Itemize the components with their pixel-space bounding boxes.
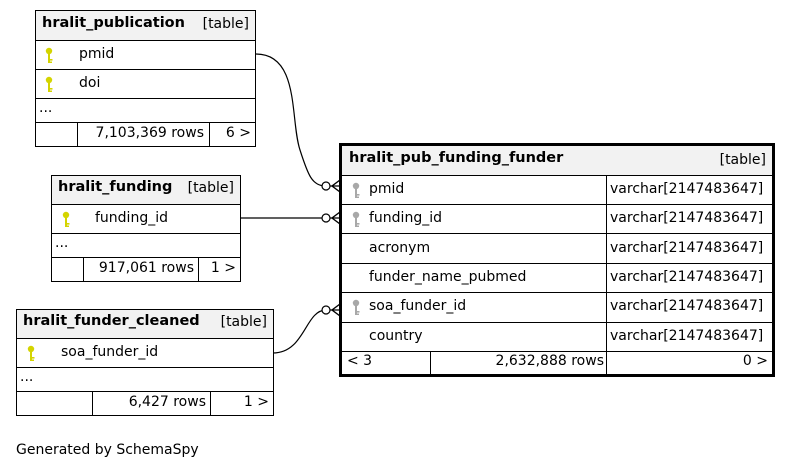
column-type: varchar[2147483647] xyxy=(610,328,764,344)
crowfoot-marker xyxy=(330,179,341,193)
table-footer: 6,427 rows 1 > xyxy=(17,392,273,415)
table-type-tag: [table] xyxy=(220,314,267,330)
optional-marker xyxy=(321,213,331,223)
edge-publication-pmid xyxy=(255,53,340,187)
column-type: varchar[2147483647] xyxy=(610,240,764,256)
primary-key-icon xyxy=(27,345,35,361)
column-type: varchar[2147483647] xyxy=(610,269,764,285)
table-hralit-funder-cleaned[interactable]: hralit_funder_cleaned [table] soa_funder… xyxy=(16,309,274,416)
column-name: acronym xyxy=(369,240,431,256)
column-row[interactable]: soa_funder_id varchar[2147483647] xyxy=(342,293,772,323)
column-name: soa_funder_id xyxy=(369,298,467,314)
column-name: doi xyxy=(79,75,101,91)
more-columns-row: ... xyxy=(52,234,240,258)
table-type-tag: [table] xyxy=(202,16,249,32)
column-name: funding_id xyxy=(369,210,442,226)
foreign-key-icon xyxy=(352,299,360,315)
ellipsis: ... xyxy=(20,369,34,385)
table-footer: 917,061 rows 1 > xyxy=(52,258,240,281)
column-type: varchar[2147483647] xyxy=(610,181,764,197)
row-count: 7,103,369 rows xyxy=(95,125,204,141)
column-name: pmid xyxy=(369,181,405,197)
row-count: 917,061 rows xyxy=(98,260,194,276)
edge-funder-soa-id xyxy=(272,309,340,354)
children-count-link[interactable]: 6 > xyxy=(225,125,251,141)
column-row[interactable]: funder_name_pubmed varchar[2147483647] xyxy=(342,264,772,293)
table-hralit-pub-funding-funder[interactable]: hralit_pub_funding_funder [table] pmid v… xyxy=(339,143,775,377)
column-name: soa_funder_id xyxy=(61,344,159,360)
more-columns-row: ... xyxy=(17,368,273,392)
column-row[interactable]: soa_funder_id xyxy=(17,339,273,368)
primary-key-icon xyxy=(45,76,53,92)
foreign-key-icon xyxy=(352,211,360,227)
table-hralit-funding[interactable]: hralit_funding [table] funding_id ... 91… xyxy=(51,175,241,282)
parents-count-link[interactable]: < 3 xyxy=(347,353,373,369)
table-header: hralit_publication [table] xyxy=(36,11,255,41)
optional-marker xyxy=(321,181,331,191)
crowfoot-marker xyxy=(330,303,341,317)
row-count: 2,632,888 rows xyxy=(495,353,604,369)
column-name: pmid xyxy=(79,46,115,62)
column-name: funder_name_pubmed xyxy=(369,269,527,285)
table-name: hralit_funder_cleaned xyxy=(23,313,200,329)
table-header: hralit_pub_funding_funder [table] xyxy=(342,146,772,176)
table-type-tag: [table] xyxy=(187,180,234,196)
column-row[interactable]: acronym varchar[2147483647] xyxy=(342,234,772,264)
children-count-link[interactable]: 1 > xyxy=(243,394,269,410)
crowfoot-marker xyxy=(330,211,341,225)
table-name: hralit_pub_funding_funder xyxy=(349,150,564,166)
column-row[interactable]: pmid varchar[2147483647] xyxy=(342,176,772,205)
column-row[interactable]: pmid xyxy=(36,41,255,70)
table-hralit-publication[interactable]: hralit_publication [table] pmid doi ... … xyxy=(35,10,256,147)
column-row[interactable]: doi xyxy=(36,70,255,99)
ellipsis: ... xyxy=(39,100,53,116)
table-footer: 7,103,369 rows 6 > xyxy=(36,123,255,146)
primary-key-icon xyxy=(62,211,70,227)
column-row[interactable]: country varchar[2147483647] xyxy=(342,323,772,352)
column-name: country xyxy=(369,328,423,344)
table-name: hralit_publication xyxy=(42,15,185,31)
column-type: varchar[2147483647] xyxy=(610,210,764,226)
column-name: funding_id xyxy=(95,210,168,226)
table-footer: < 3 2,632,888 rows 0 > xyxy=(342,352,772,374)
table-header: hralit_funder_cleaned [table] xyxy=(17,310,273,339)
column-row[interactable]: funding_id xyxy=(52,205,240,234)
foreign-key-icon xyxy=(352,182,360,198)
row-count: 6,427 rows xyxy=(128,394,206,410)
table-type-tag: [table] xyxy=(719,152,766,168)
column-type: varchar[2147483647] xyxy=(610,298,764,314)
children-count-link[interactable]: 1 > xyxy=(210,260,236,276)
table-name: hralit_funding xyxy=(58,179,173,195)
generated-by-footer: Generated by SchemaSpy xyxy=(16,442,199,458)
optional-marker xyxy=(321,305,331,315)
primary-key-icon xyxy=(45,47,53,63)
column-row[interactable]: funding_id varchar[2147483647] xyxy=(342,205,772,234)
ellipsis: ... xyxy=(55,235,69,251)
table-header: hralit_funding [table] xyxy=(52,176,240,205)
children-count-link[interactable]: 0 > xyxy=(742,353,768,369)
more-columns-row: ... xyxy=(36,99,255,123)
